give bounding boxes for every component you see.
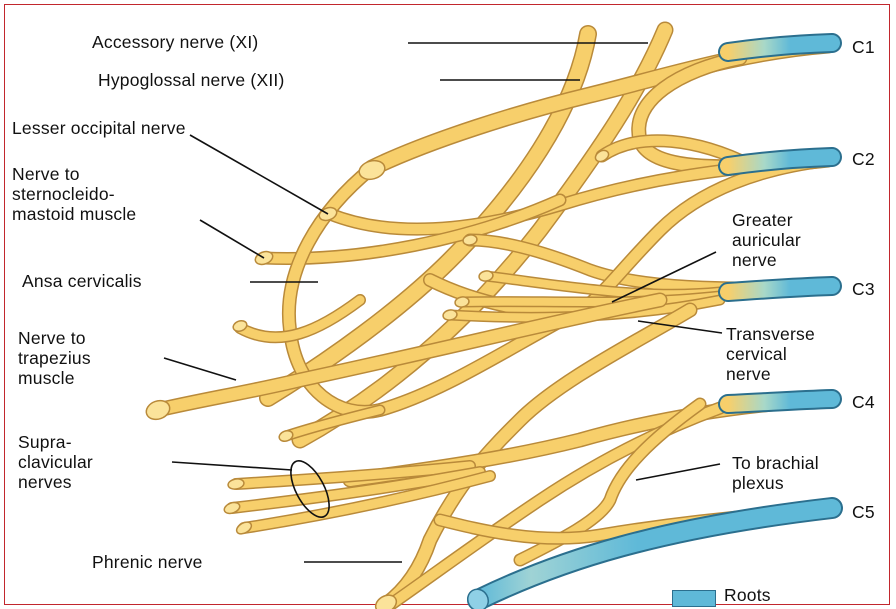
label-to-brachial-plexus: To brachial plexus [732, 453, 819, 493]
label-transverse-cervical-nerve: Transverse cervical nerve [726, 324, 815, 384]
label-lesser-occipital-nerve: Lesser occipital nerve [12, 118, 186, 138]
leader-brachial [636, 464, 720, 480]
label-ansa-cervicalis: Ansa cervicalis [22, 271, 142, 291]
label-supraclavicular-nerves: Supra- clavicular nerves [18, 432, 93, 492]
label-root-c2: C2 [852, 149, 875, 169]
label-root-c4: C4 [852, 392, 875, 412]
label-accessory-nerve: Accessory nerve (XI) [92, 32, 258, 52]
leader-trapezius [164, 358, 236, 380]
legend-roots-swatch [672, 590, 716, 607]
label-root-c5: C5 [852, 502, 875, 522]
label-phrenic-nerve: Phrenic nerve [92, 552, 203, 572]
label-greater-auricular-nerve: Greater auricular nerve [732, 210, 801, 270]
root-c2 [728, 157, 832, 166]
leader-scm [200, 220, 264, 258]
root-c4 [728, 399, 832, 404]
label-nerve-to-scm: Nerve to sternocleido- mastoid muscle [12, 164, 136, 224]
label-nerve-to-trapezius: Nerve to trapezius muscle [18, 328, 91, 388]
leader-supraclavicular [172, 462, 292, 470]
root-c1 [728, 43, 832, 52]
leader-lesser-occipital [190, 135, 328, 214]
label-hypoglossal-nerve: Hypoglossal nerve (XII) [98, 70, 284, 90]
legend-roots-label: Roots [724, 585, 771, 605]
label-root-c3: C3 [852, 279, 875, 299]
label-root-c1: C1 [852, 37, 875, 57]
root-c3 [728, 286, 832, 292]
